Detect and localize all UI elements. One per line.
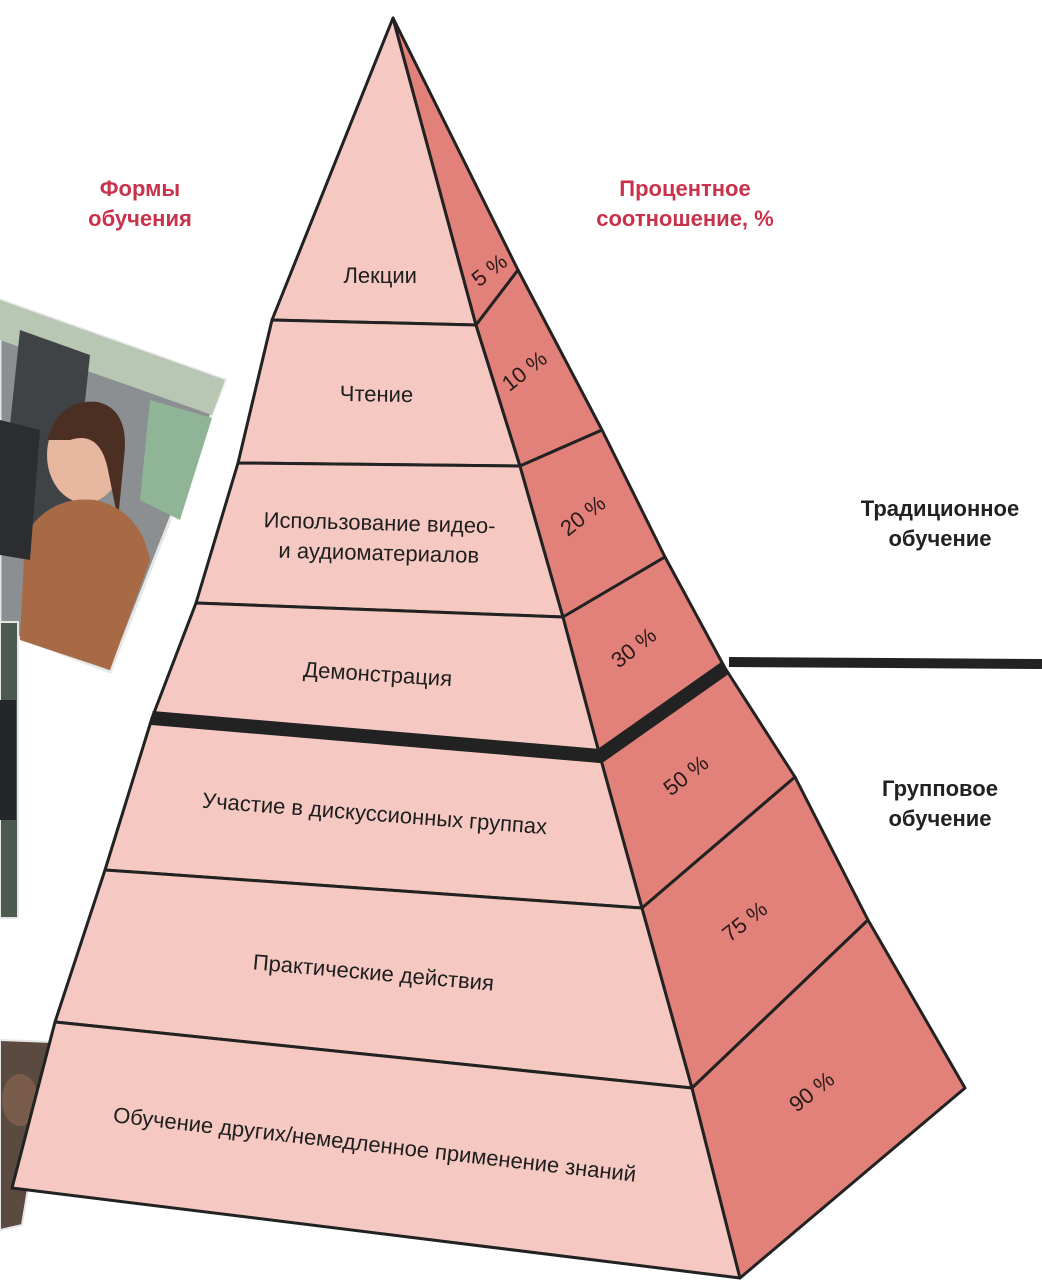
learning-type-divider xyxy=(151,662,730,764)
group-label: Групповое обучение xyxy=(882,776,998,831)
level-label-2: Чтение xyxy=(340,381,414,407)
forms-header: Формы обучения xyxy=(88,176,192,231)
level-label-1: Лекции xyxy=(343,263,416,288)
side-band-7 xyxy=(690,918,967,1280)
percent-header: Процентное соотношение, % xyxy=(596,176,774,231)
traditional-label: Традиционное обучение xyxy=(860,496,1020,551)
pyramid-front-layer xyxy=(10,16,742,1280)
photo-partial-middle xyxy=(0,621,19,919)
divider-extension-line xyxy=(728,657,1042,669)
photo-woman xyxy=(0,298,227,674)
divider-layer xyxy=(151,657,1042,764)
level-label-3: Использование видео-и аудиоматериалов xyxy=(263,507,496,568)
